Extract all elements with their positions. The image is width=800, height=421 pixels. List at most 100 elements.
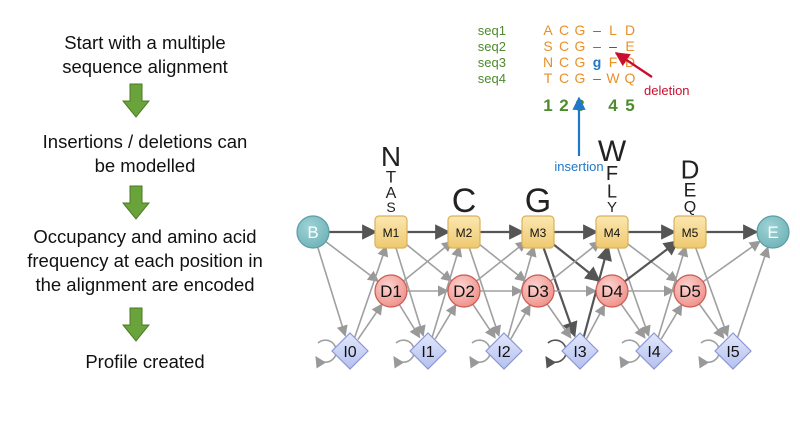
insert-state-5: I5 <box>714 332 752 370</box>
emission-letter: E <box>684 180 697 201</box>
edge-i4-d5 <box>660 303 683 340</box>
alignment-cell: D <box>625 22 635 38</box>
alignment-cell: – <box>593 22 601 38</box>
begin-state-label: B <box>307 223 318 242</box>
edge-b-i0 <box>316 247 348 337</box>
seq-name: seq2 <box>478 39 506 54</box>
begin-state-shape <box>296 215 330 249</box>
alignment-cell: g <box>593 54 602 70</box>
match-state-shape <box>673 215 707 249</box>
position-number: 2 <box>559 96 568 115</box>
edge-d2-next <box>476 240 528 282</box>
emission-letter: Q <box>684 199 696 216</box>
insert-state-4: I4 <box>635 332 673 370</box>
emission-letter: L <box>607 181 617 201</box>
edge-b-d1 <box>325 241 380 283</box>
edge-d5-i5 <box>698 303 725 339</box>
alignment-cell: G <box>575 54 586 70</box>
delete-state-2-label: D2 <box>453 282 475 301</box>
step-encoded: Occupancy and amino acid frequency at ea… <box>0 225 290 297</box>
delete-state-3-label: D3 <box>527 282 549 301</box>
delete-state-1-label: D1 <box>380 282 402 301</box>
insert-state-shape <box>635 332 673 370</box>
step-encoded-line1: Occupancy and amino acid <box>33 226 257 247</box>
alignment-cell: L <box>609 22 617 38</box>
position-number: 4 <box>608 96 618 115</box>
edge-i0-m1 <box>353 245 389 339</box>
insert-state-1: I1 <box>409 332 447 370</box>
alignment-cell: Q <box>625 70 636 86</box>
delete-state-3-shape <box>521 274 555 308</box>
delete-state-2-shape <box>447 274 481 308</box>
edge-d3-i3 <box>546 303 572 339</box>
emission-letter: Y <box>607 199 617 216</box>
match-state-label: M4 <box>604 226 621 240</box>
edge-i2-next <box>507 245 537 338</box>
alignment-cell: T <box>544 70 553 86</box>
insert-state-shape <box>485 332 523 370</box>
match-state-3: M3 <box>521 215 555 249</box>
edge-m5-i5 <box>694 244 730 338</box>
emission-letter: C <box>452 182 477 220</box>
match-state-shape <box>374 215 408 249</box>
match-state-shape <box>447 215 481 249</box>
insertion-label: insertion <box>554 159 603 174</box>
delete-state-4-shape <box>595 274 629 308</box>
emission-letter: G <box>525 182 551 220</box>
step-start: Start with a multiple sequence alignment <box>0 31 290 79</box>
alignment-cell: G <box>575 70 586 86</box>
end-state-label: E <box>767 223 778 242</box>
alignment-cell: E <box>625 38 634 54</box>
edge-m1-d2 <box>401 240 453 282</box>
delete-state-5-label: D5 <box>679 282 701 301</box>
delete-state-5: D5 <box>673 274 707 308</box>
match-state-1: M1 <box>374 215 408 249</box>
step-encoded-line2: frequency at each position in <box>27 250 263 271</box>
insert-state-shape <box>409 332 447 370</box>
deletion-arrow <box>614 52 653 78</box>
step-profile-line1: Profile created <box>85 351 205 372</box>
emission-letter: S <box>386 199 395 215</box>
down-arrow-icon <box>122 83 150 118</box>
alignment-cell: S <box>543 38 552 54</box>
edge-d3-next <box>550 240 602 282</box>
insert-state-0: I0 <box>331 332 369 370</box>
delete-state-3: D3 <box>521 274 555 308</box>
step-profile: Profile created <box>0 350 290 374</box>
emission-letter: T <box>386 168 396 187</box>
insert-state-3: I3 <box>561 332 599 370</box>
edge-d5-next <box>702 240 761 283</box>
alignment-cell: – <box>593 70 601 86</box>
emission-letter: W <box>598 135 627 168</box>
match-state-5: M5 <box>673 215 707 249</box>
alignment-cell: C <box>559 22 569 38</box>
deletion-label: deletion <box>644 83 690 98</box>
edge-d4-next <box>624 240 680 283</box>
edge-i2-d3 <box>510 303 531 340</box>
position-number: 1 <box>543 96 552 115</box>
insert-state-shape <box>561 332 599 370</box>
match-state-shape <box>595 215 629 249</box>
edge-d2-i2 <box>472 303 496 339</box>
match-state-label: M1 <box>383 226 400 240</box>
down-arrow-icon <box>122 185 150 220</box>
alignment-cell: F <box>609 54 618 70</box>
match-state-shape <box>521 215 555 249</box>
alignment-cell: – <box>609 38 617 54</box>
edge-i3-d4 <box>585 304 606 340</box>
down-arrow-icon <box>122 307 150 342</box>
alignment-cell: – <box>593 38 601 54</box>
edge-m3-d4 <box>548 239 601 282</box>
insert-state-label: I2 <box>497 344 510 361</box>
match-state-label: M2 <box>456 226 473 240</box>
end-state-shape <box>756 215 790 249</box>
step-start-line1: Start with a multiple <box>64 32 226 53</box>
insert-state-label: I4 <box>647 344 660 361</box>
emission-letter: N <box>381 141 401 172</box>
edge-d4-i4 <box>620 303 646 339</box>
match-state-label: M5 <box>682 226 699 240</box>
alignment-cell: C <box>559 54 569 70</box>
match-state-4: M4 <box>595 215 629 249</box>
